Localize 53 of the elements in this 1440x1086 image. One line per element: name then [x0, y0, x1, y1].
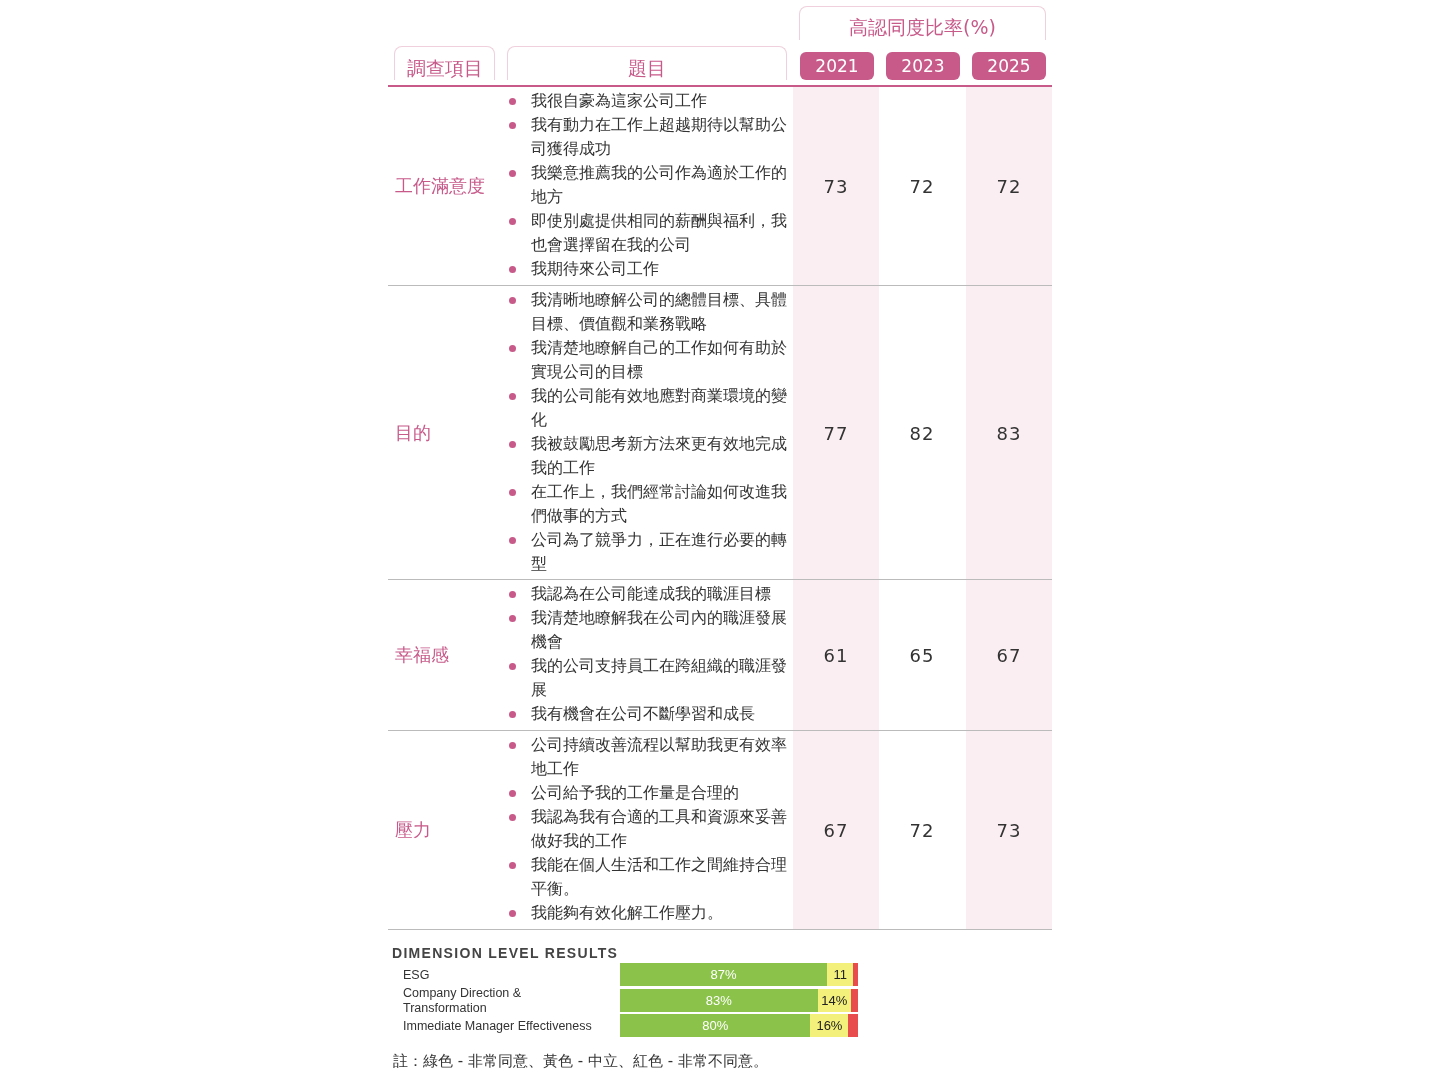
score-value: 77	[823, 422, 849, 443]
year-badge: 2025	[972, 52, 1046, 80]
score-value: 65	[909, 644, 935, 666]
bar-segment: 83%	[620, 989, 818, 1012]
question-text: 我有機會在公司不斷學習和成長	[531, 704, 756, 725]
question-text: 我能在個人生活和工作之間維持合理平衡。	[531, 855, 787, 900]
category-label: 目的	[395, 420, 431, 445]
question-text: 我能夠有效化解工作壓力。	[531, 903, 724, 924]
bar-segment: 14%	[817, 989, 851, 1012]
category-label: Immediate Manager Effectiveness	[403, 1019, 593, 1034]
question-text: 我有動力在工作上超越期待以幫助公司獲得成功	[531, 115, 787, 160]
score-value: 72	[909, 819, 935, 841]
year-badge: 2021	[800, 52, 874, 80]
bar-segment: 87%	[620, 963, 828, 986]
category-label: ESG	[403, 968, 431, 983]
question-text: 公司給予我的工作量是合理的	[531, 783, 740, 804]
question-text: 我樂意推薦我的公司作為適於工作的地方	[531, 163, 787, 208]
score-value: 73	[996, 819, 1022, 841]
footnote: 註：綠色 - 非常同意、黃色 - 中立、紅色 - 非常不同意。	[393, 1052, 768, 1071]
question-text: 我清晰地瞭解公司的總體目標、具體目標、價值觀和業務戰略	[531, 290, 787, 335]
score-value: 83	[996, 422, 1022, 443]
category-label: 工作滿意度	[395, 174, 485, 198]
question-text: 我被鼓勵思考新方法來更有效地完成我的工作	[531, 434, 787, 479]
score-value: 72	[909, 175, 935, 197]
question-text: 公司持續改善流程以幫助我更有效率地工作	[531, 735, 787, 780]
bar-segment: 16%	[810, 1014, 849, 1037]
score-value: 72	[996, 175, 1022, 197]
question-text: 我認為在公司能達成我的職涯目標	[531, 584, 772, 605]
question-text: 我清楚地瞭解自己的工作如何有助於實現公司的目標	[531, 338, 787, 383]
score-value: 82	[909, 422, 935, 443]
question-text: 公司為了競爭力，正在進行必要的轉型	[531, 530, 787, 575]
score-value: 73	[823, 175, 849, 197]
score-value: 67	[823, 819, 849, 841]
question-text: 我認為我有合適的工具和資源來妥善做好我的工作	[531, 807, 787, 852]
question-text: 我的公司支持員工在跨組織的職涯發展	[531, 656, 787, 701]
column-header: 題目	[507, 46, 787, 80]
score-value: 61	[823, 644, 849, 666]
bar-segment: 11	[827, 963, 854, 986]
question-text: 我期待來公司工作	[531, 259, 660, 280]
question-text: 我很自豪為這家公司工作	[531, 91, 708, 112]
question-text: 我的公司能有效地應對商業環境的變化	[531, 386, 787, 431]
chart-title: DIMENSION LEVEL RESULTS	[392, 945, 619, 961]
year-badge: 2023	[886, 52, 960, 80]
question-text: 在工作上，我們經常討論如何改進我們做事的方式	[531, 482, 787, 527]
column-header: 調查項目	[394, 46, 495, 80]
question-text: 即使別處提供相同的薪酬與福利，我也會選擇留在我的公司	[531, 211, 787, 256]
score-value: 67	[996, 644, 1022, 666]
question-text: 我清楚地瞭解我在公司內的職涯發展機會	[531, 608, 787, 653]
category-label: 壓力	[395, 818, 431, 842]
category-label: Company Direction & Transformation	[403, 986, 523, 1016]
category-label: 幸福感	[395, 643, 449, 667]
column-header: 高認同度比率(%)	[799, 6, 1046, 40]
bar-segment: 80%	[620, 1014, 811, 1037]
